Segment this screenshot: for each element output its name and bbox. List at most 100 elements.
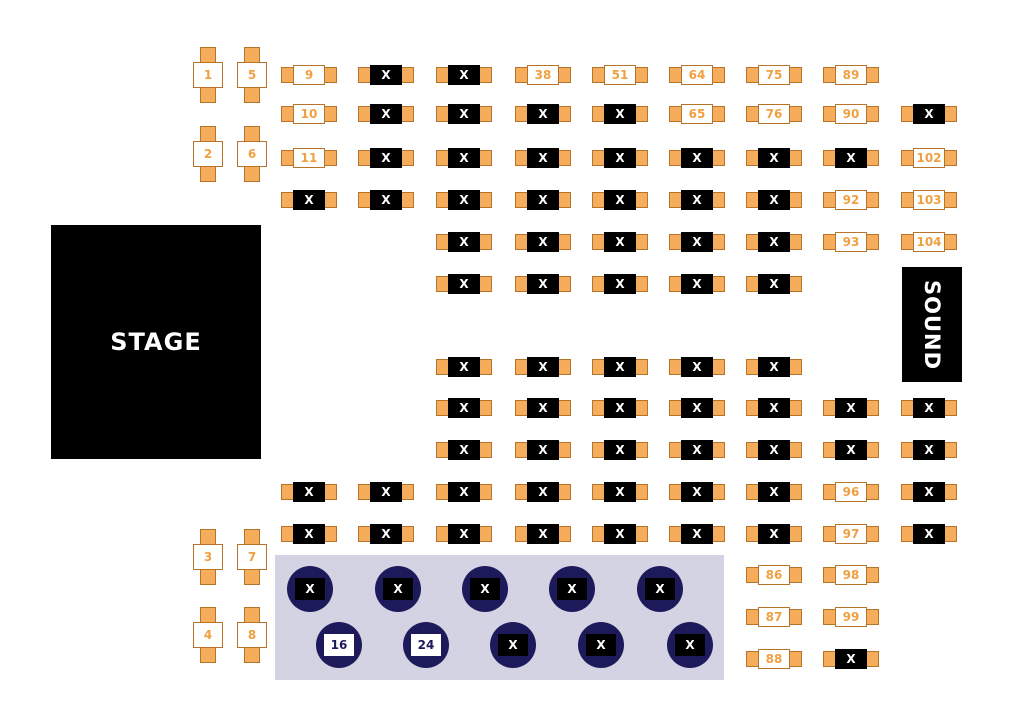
seat-label: X bbox=[835, 148, 867, 168]
table-seat[interactable]: 104 bbox=[901, 232, 957, 252]
seat-label: X bbox=[681, 357, 713, 377]
table-seat: X bbox=[436, 398, 492, 418]
seat-label: 96 bbox=[835, 482, 867, 502]
table-seat[interactable]: 64 bbox=[669, 65, 725, 85]
table-seat: X bbox=[901, 482, 957, 502]
table-seat: X bbox=[901, 524, 957, 544]
table-seat[interactable]: 51 bbox=[592, 65, 648, 85]
table-seat: X bbox=[436, 65, 492, 85]
seat-label: 87 bbox=[758, 607, 790, 627]
table-seat[interactable]: 90 bbox=[823, 104, 879, 124]
booth-seat[interactable]: 3 bbox=[193, 529, 223, 585]
seat-label: X bbox=[604, 524, 636, 544]
vip-table: X bbox=[637, 566, 683, 612]
table-seat: X bbox=[358, 190, 414, 210]
table-seat[interactable]: 89 bbox=[823, 65, 879, 85]
seat-label: X bbox=[527, 482, 559, 502]
seat-label: 103 bbox=[913, 190, 945, 210]
table-seat[interactable]: 76 bbox=[746, 104, 802, 124]
seat-label: X bbox=[527, 104, 559, 124]
seat-label: 102 bbox=[913, 148, 945, 168]
table-seat[interactable]: 96 bbox=[823, 482, 879, 502]
seat-label: X bbox=[913, 482, 945, 502]
table-seat: X bbox=[281, 482, 337, 502]
seat-label: X bbox=[448, 274, 480, 294]
table-seat: X bbox=[746, 148, 802, 168]
table-seat: X bbox=[592, 440, 648, 460]
table-seat: X bbox=[746, 190, 802, 210]
table-seat[interactable]: 92 bbox=[823, 190, 879, 210]
booth-seat[interactable]: 4 bbox=[193, 607, 223, 663]
table-seat[interactable]: 103 bbox=[901, 190, 957, 210]
table-seat[interactable]: 99 bbox=[823, 607, 879, 627]
stage: STAGE bbox=[51, 225, 261, 459]
table-seat: X bbox=[823, 398, 879, 418]
seat-label: X bbox=[293, 190, 325, 210]
seat-label: X bbox=[448, 482, 480, 502]
table-seat: X bbox=[823, 440, 879, 460]
seat-label: X bbox=[448, 148, 480, 168]
table-seat: X bbox=[436, 190, 492, 210]
table-seat[interactable]: 87 bbox=[746, 607, 802, 627]
seat-label: 76 bbox=[758, 104, 790, 124]
table-seat: X bbox=[669, 398, 725, 418]
booth-seat[interactable]: 2 bbox=[193, 126, 223, 182]
table-seat[interactable]: 98 bbox=[823, 565, 879, 585]
table-seat: X bbox=[515, 482, 571, 502]
vip-table-label: 16 bbox=[324, 634, 354, 656]
vip-table-label: 24 bbox=[411, 634, 441, 656]
seat-label: X bbox=[681, 398, 713, 418]
vip-table-label: X bbox=[295, 578, 325, 600]
table-seat: X bbox=[436, 274, 492, 294]
table-seat: X bbox=[592, 148, 648, 168]
table-seat[interactable]: 86 bbox=[746, 565, 802, 585]
seat-label: X bbox=[758, 440, 790, 460]
vip-table-label: X bbox=[470, 578, 500, 600]
table-seat: X bbox=[669, 524, 725, 544]
vip-table: X bbox=[549, 566, 595, 612]
table-seat[interactable]: 102 bbox=[901, 148, 957, 168]
table-seat[interactable]: 9 bbox=[281, 65, 337, 85]
table-seat[interactable]: 88 bbox=[746, 649, 802, 669]
seat-label: X bbox=[448, 440, 480, 460]
seat-label: 98 bbox=[835, 565, 867, 585]
seat-label: 3 bbox=[193, 544, 223, 570]
table-seat: X bbox=[515, 232, 571, 252]
table-seat: X bbox=[515, 274, 571, 294]
seat-label: X bbox=[681, 440, 713, 460]
booth-seat[interactable]: 6 bbox=[237, 126, 267, 182]
booth-seat[interactable]: 5 bbox=[237, 47, 267, 103]
table-seat[interactable]: 11 bbox=[281, 148, 337, 168]
table-seat: X bbox=[901, 440, 957, 460]
table-seat: X bbox=[746, 357, 802, 377]
vip-table[interactable]: 24 bbox=[403, 622, 449, 668]
seat-label: X bbox=[604, 440, 636, 460]
seat-label: 11 bbox=[293, 148, 325, 168]
vip-table[interactable]: 16 bbox=[316, 622, 362, 668]
table-seat[interactable]: 10 bbox=[281, 104, 337, 124]
vip-table-label: X bbox=[498, 634, 528, 656]
seat-label: X bbox=[913, 398, 945, 418]
table-seat[interactable]: 38 bbox=[515, 65, 571, 85]
table-seat: X bbox=[669, 274, 725, 294]
seat-label: X bbox=[604, 104, 636, 124]
seat-label: 10 bbox=[293, 104, 325, 124]
table-seat: X bbox=[515, 104, 571, 124]
table-seat[interactable]: 65 bbox=[669, 104, 725, 124]
table-seat: X bbox=[592, 398, 648, 418]
seat-label: X bbox=[370, 482, 402, 502]
seat-label: X bbox=[527, 232, 559, 252]
booth-seat[interactable]: 1 bbox=[193, 47, 223, 103]
table-seat: X bbox=[281, 524, 337, 544]
seat-label: X bbox=[448, 190, 480, 210]
table-seat: X bbox=[592, 190, 648, 210]
table-seat: X bbox=[436, 104, 492, 124]
booth-seat[interactable]: 8 bbox=[237, 607, 267, 663]
table-seat[interactable]: 97 bbox=[823, 524, 879, 544]
booth-seat[interactable]: 7 bbox=[237, 529, 267, 585]
table-seat: X bbox=[669, 357, 725, 377]
table-seat[interactable]: 75 bbox=[746, 65, 802, 85]
table-seat[interactable]: 93 bbox=[823, 232, 879, 252]
table-seat: X bbox=[746, 398, 802, 418]
seat-label: 64 bbox=[681, 65, 713, 85]
